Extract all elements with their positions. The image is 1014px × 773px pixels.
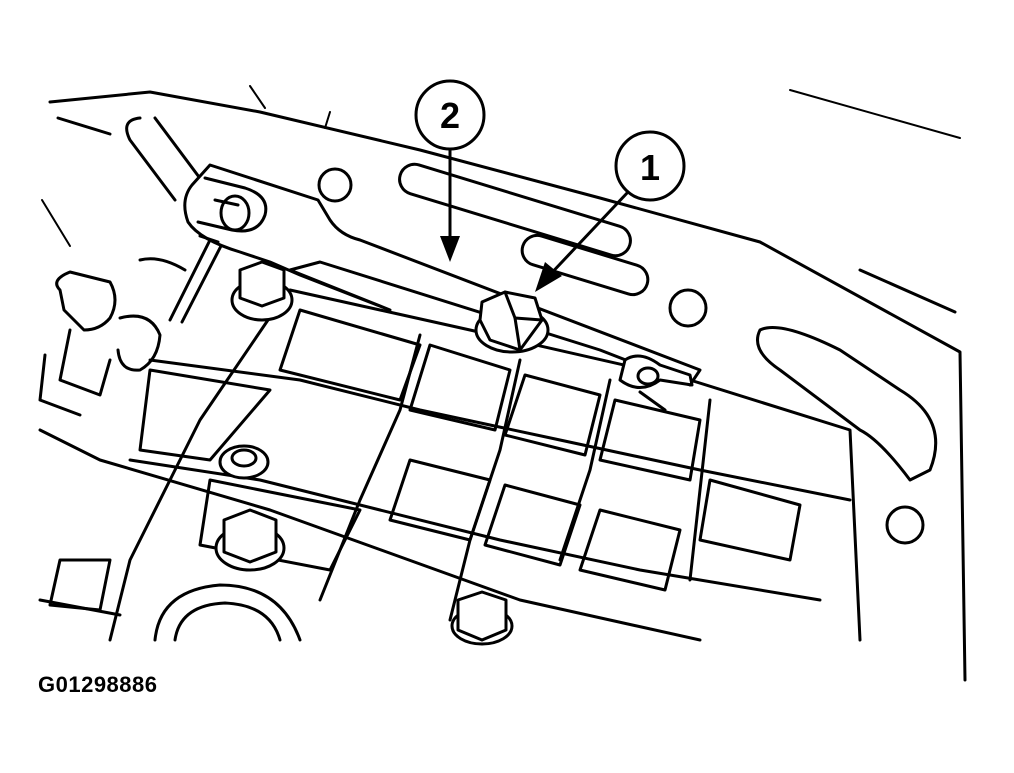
case-passages	[317, 162, 957, 545]
callout-2-label: 2	[440, 95, 460, 136]
callout-2: 2	[414, 79, 486, 262]
output-bore	[153, 583, 302, 642]
figure-id: G01298886	[38, 672, 158, 697]
case-outline	[38, 85, 967, 682]
manual-lever-linkage	[38, 116, 224, 417]
bolt-lower-left	[214, 508, 286, 572]
small-nut	[218, 444, 270, 480]
bolt-upper-left	[230, 260, 294, 322]
callout-1: 1	[535, 130, 686, 292]
bolt-bottom	[450, 590, 514, 646]
bolt-center	[474, 290, 550, 354]
spring-clip-end	[618, 354, 694, 412]
detent-spring-bracket	[183, 163, 702, 387]
valve-body-grid	[48, 288, 862, 642]
callout-1-arrowhead	[535, 262, 562, 292]
callout-2-arrowhead	[440, 236, 460, 262]
callout-1-label: 1	[640, 147, 660, 188]
